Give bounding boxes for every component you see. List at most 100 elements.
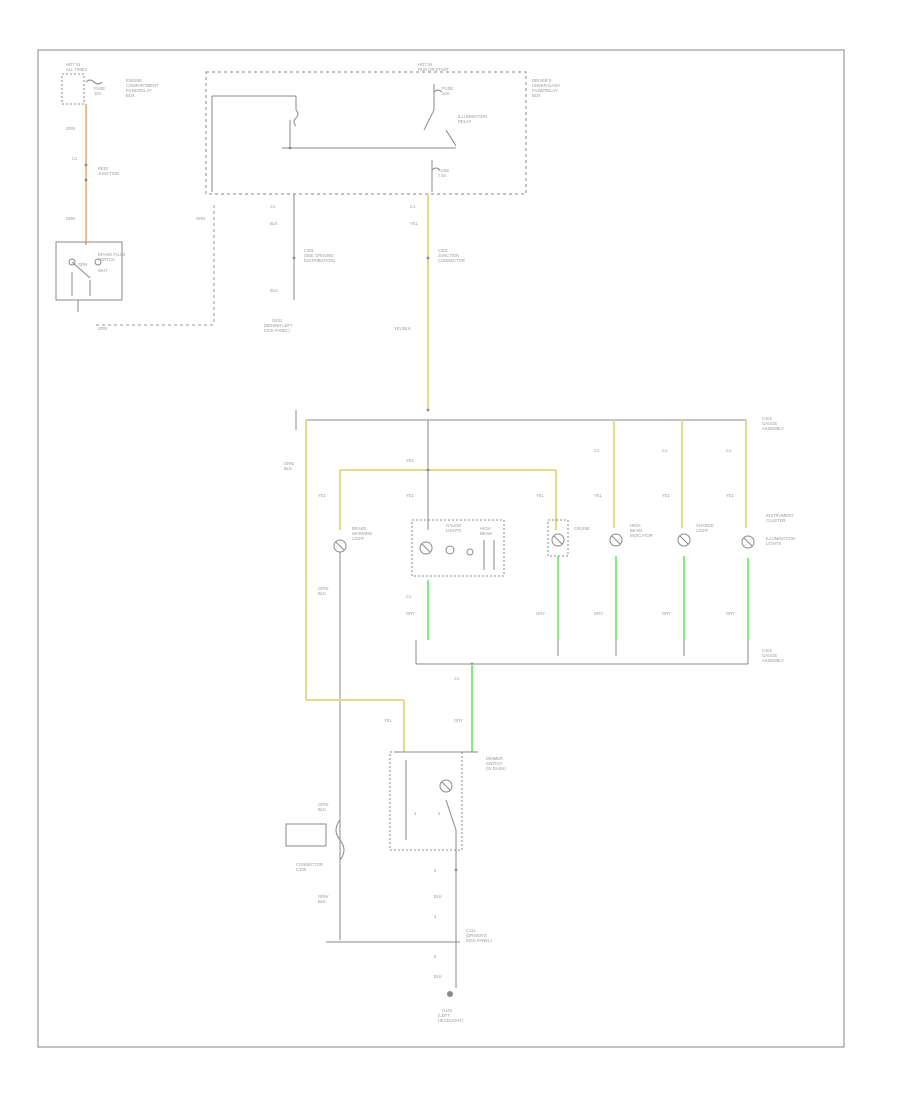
wire-color-label-12: BLK xyxy=(284,466,292,471)
fuse-box-desc-5: DRIVER'S xyxy=(532,78,552,83)
connector-pin-2 xyxy=(84,178,88,182)
top-center-fuse-box: HOT IN RUN OR START FUSE 10A ILLUMINATIO… xyxy=(205,62,560,195)
lamp-2-label-2: LIGHTS xyxy=(446,528,461,533)
ground-label-4: G101 xyxy=(442,1008,453,1013)
relay-contact-arm xyxy=(423,109,435,131)
switch-label: BRAKE FLUID xyxy=(98,252,125,257)
lamp-2-wire-label-2: C1 xyxy=(406,594,412,599)
wire-color-label-19: GRN/ xyxy=(318,894,329,899)
lamp-4-wire-label-2: YEL xyxy=(594,493,603,498)
lamp-2-label-3: HIGH xyxy=(480,526,490,531)
wire-color-label-20: BLK xyxy=(318,899,326,904)
cluster-label-3: ASSEMBLY xyxy=(762,426,784,431)
lamp-3-filament xyxy=(553,535,563,545)
lamp-5-wire-label: C1 xyxy=(662,448,668,453)
wire-color-label-11: GRN/ xyxy=(284,461,295,466)
lamp-5-wire-label-2: YEL xyxy=(662,493,671,498)
wire-color-label-8: C1 xyxy=(410,204,416,209)
left-connector-label: CONNECTOR xyxy=(296,862,323,867)
fuse-box-desc-8: BOX xyxy=(532,93,541,98)
lamp-6-label-3: ILLUMINATION xyxy=(766,536,795,541)
connector-desc-7: JUNCTION xyxy=(438,253,459,258)
wire-color-label-14: C1 xyxy=(454,676,460,681)
relay-label: ILLUMINATION xyxy=(458,114,487,119)
lamp-4-wire-label-3: GRY xyxy=(594,611,603,616)
gauge-cluster-section: C401 GAUGE ASSEMBLY GRN/ BLK YEL YEL BRA… xyxy=(284,410,795,940)
lamp-5-wire-label-3: GRY xyxy=(662,611,671,616)
bottom-connector-label-2: (DRIVER'S xyxy=(466,933,487,938)
wire-color-label-17: GRN/ xyxy=(318,802,329,807)
switch-label-2: SWITCH xyxy=(98,257,115,262)
wire-color-label: GRN xyxy=(66,126,75,131)
lamp-3-bulb xyxy=(551,533,565,547)
fuse-label: FUSE xyxy=(94,86,105,91)
lamp-4-wire-label: C1 xyxy=(594,448,600,453)
connector-label: C1 xyxy=(72,156,78,161)
relay-contact-arm-2 xyxy=(445,129,457,147)
module-switch-arm xyxy=(445,799,457,831)
lamp-2-filament xyxy=(421,543,431,553)
connector-desc-5: DISTRIBUTION) xyxy=(304,258,336,263)
wire-color-label-24: 5 xyxy=(434,954,437,959)
wire-color-label-3: GRN xyxy=(98,326,107,331)
diagram-border xyxy=(37,49,845,1048)
lamp-2-box xyxy=(411,519,505,577)
bottom-control-section: C1 GRY YEL 1 2 DIMMER SWITCH (IN DASH) C… xyxy=(285,664,506,1023)
wire-color-label-16: YEL xyxy=(384,718,393,723)
module-desc-2: SWITCH xyxy=(486,761,503,766)
dash-light-drop: C1 BLK C301 (SEE GROUND DISTRIBUTION) BL… xyxy=(264,194,336,333)
lamp-5-filament xyxy=(679,535,689,545)
connector-pin xyxy=(84,163,88,167)
module-label: 1 xyxy=(414,811,417,816)
lamp-1-wire-label-2: GRN/ xyxy=(318,586,329,591)
switch-arm xyxy=(71,261,91,279)
module-label-2: 2 xyxy=(438,811,441,816)
lamp-4-filament xyxy=(611,535,621,545)
lamp-2-bulb-3 xyxy=(466,548,474,556)
hot-label: HOT IN xyxy=(66,62,80,67)
relay-label-2: RELAY xyxy=(458,119,472,124)
top-left-fuse-section: HOT IN ALL TIMES FUSE 10A ENGINE COMPART… xyxy=(55,62,215,331)
switch-box xyxy=(55,241,123,301)
ground-label-2: (BEHIND LEFT xyxy=(264,323,293,328)
lamp-6-label: INSTRUMENT xyxy=(766,513,794,518)
fuse-box-desc-6: UNDER-DASH xyxy=(532,83,560,88)
lamp-1-label-2: WARNING xyxy=(352,531,372,536)
lamp-3-wire-label: YEL xyxy=(536,493,545,498)
lamp-6-wire-label: C1 xyxy=(726,448,732,453)
fuse-box-desc-4: BOX xyxy=(126,93,135,98)
connector-desc-3: C301 xyxy=(304,248,315,253)
lamp-1-wire-label: YEL xyxy=(318,493,327,498)
hot-label-3: HOT IN xyxy=(418,62,432,67)
lamp-3-box xyxy=(547,519,569,557)
hot-label-2: ALL TIMES xyxy=(66,67,87,72)
lamp-3-wire-label-2: GRY xyxy=(536,611,545,616)
connector-desc-8: CONNECTOR xyxy=(438,258,465,263)
lamp-2-bulb xyxy=(419,541,433,555)
module-filament xyxy=(441,781,451,791)
module-bulb xyxy=(439,779,453,793)
cluster-label-6: ASSEMBLY xyxy=(762,658,784,663)
lamp-5-label: CHARGE xyxy=(696,523,714,528)
bottom-connector-label-3: KICK PANEL) xyxy=(466,938,492,943)
relay-node xyxy=(288,146,292,150)
fuse-box-desc-7: FUSE/RELAY xyxy=(532,88,558,93)
ground-label-5: (LEFT xyxy=(438,1013,450,1018)
fuse-label-5: FUSE xyxy=(438,168,449,173)
fuse-box-desc-3: FUSE/RELAY xyxy=(126,88,152,93)
lamp-6-filament xyxy=(743,537,753,547)
wire-color-label-18: BLK xyxy=(318,807,326,812)
ground-label: G401 xyxy=(272,318,283,323)
wire-color-label-22: BLK xyxy=(434,894,442,899)
lamp-5-bulb xyxy=(677,533,691,547)
ground-symbol xyxy=(447,991,453,997)
wire-color-label-25: BLK xyxy=(434,974,442,979)
cluster-label: C401 xyxy=(762,416,773,421)
center-node xyxy=(426,468,430,472)
hot-label-4: RUN OR START xyxy=(418,67,449,72)
module-box xyxy=(389,751,463,851)
fuse-label-6: 7.5A xyxy=(438,173,447,178)
connector-pin-5 xyxy=(426,408,430,412)
wire-color-label-5: C1 xyxy=(270,204,276,209)
wire-color-label-15: GRY xyxy=(454,718,463,723)
